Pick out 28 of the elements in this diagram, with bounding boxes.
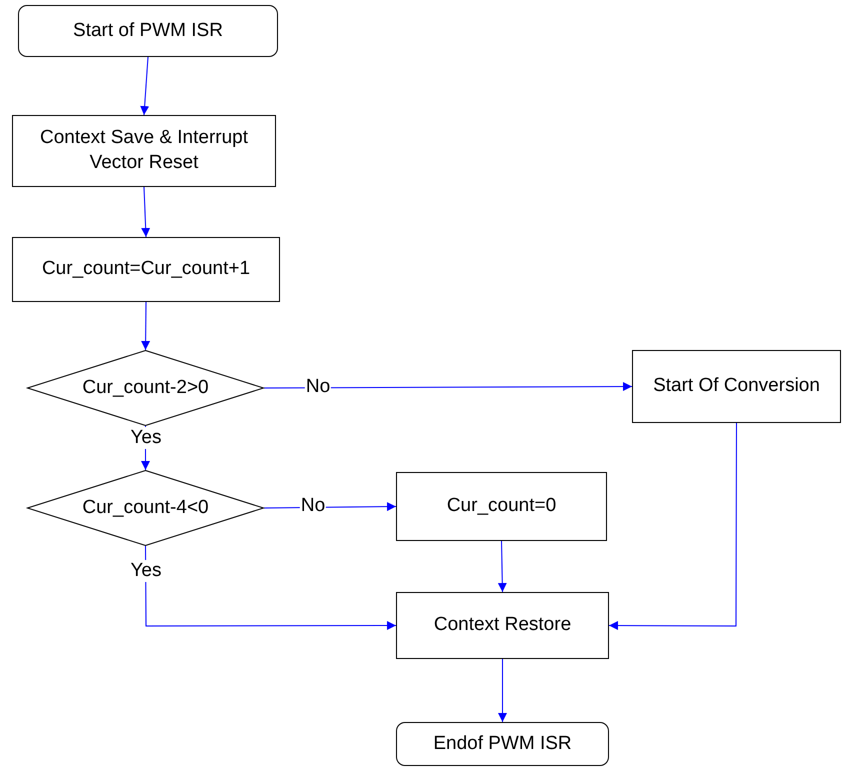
process-box (12, 115, 276, 187)
arrow (264, 382, 632, 392)
node-text: Context Save & Interrupt Vector Reset (38, 126, 250, 175)
decision-diamond (27, 350, 264, 426)
arrow (145, 546, 396, 630)
terminal-box (396, 722, 609, 766)
node-text: Cur_count-4<0 (82, 496, 209, 520)
edge-label: Yes (130, 427, 162, 449)
process-box (632, 350, 841, 423)
node-text: Context Restore (434, 613, 572, 638)
process-box (396, 592, 609, 659)
arrow (140, 56, 150, 116)
arrow (498, 540, 507, 592)
edge-label: Yes (130, 560, 162, 582)
terminal-box (18, 5, 278, 57)
node-text: Start Of Conversion (653, 374, 820, 398)
node-text: Start of PWM ISR (73, 18, 223, 43)
process-box (12, 237, 280, 302)
node-text: Cur_count=0 (446, 494, 556, 518)
process-box (396, 472, 607, 541)
node-text: Cur_count=Cur_count+1 (42, 257, 250, 282)
arrow (608, 422, 737, 630)
node-text: Cur_count-2>0 (82, 376, 209, 400)
node-text: Endof PWM ISR (433, 732, 572, 756)
arrow (498, 658, 507, 722)
arrow (141, 186, 150, 238)
arrow (141, 302, 150, 350)
decision-diamond (27, 470, 264, 546)
